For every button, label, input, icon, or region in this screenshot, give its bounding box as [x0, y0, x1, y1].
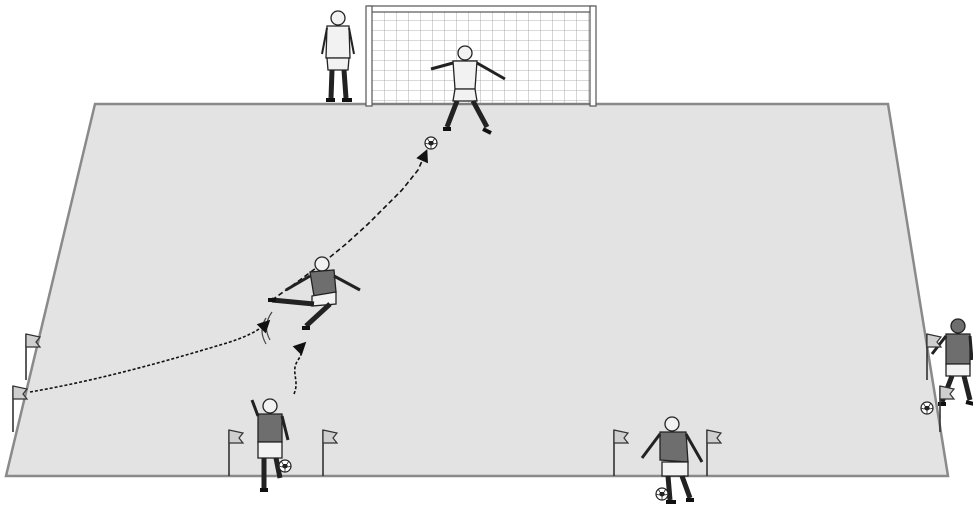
ball-right-sideline	[921, 402, 933, 414]
ball-right-bottom	[656, 488, 668, 500]
goal-net	[366, 6, 596, 106]
flag-right-lower	[940, 386, 954, 432]
coach-near-goal	[322, 11, 354, 100]
ball-left-bottom	[279, 460, 291, 472]
field-surface	[6, 104, 948, 476]
ball-near-goal	[425, 137, 437, 149]
